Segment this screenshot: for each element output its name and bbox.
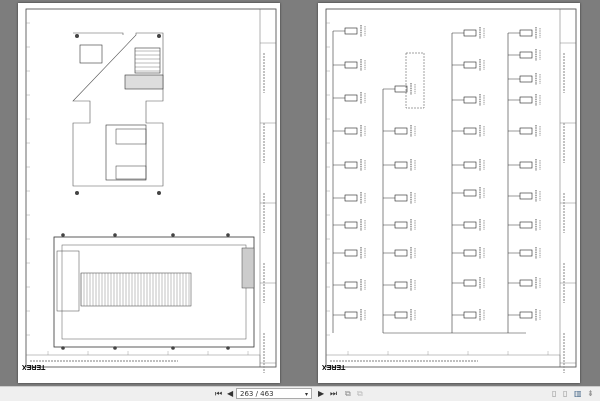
relay-component (344, 221, 358, 229)
relay-component (344, 161, 358, 169)
bolt (157, 34, 161, 38)
relay-component (344, 61, 358, 69)
relay-component (394, 311, 408, 319)
relay-component (463, 127, 477, 135)
relay-component (519, 192, 533, 200)
bracket (105, 124, 147, 181)
relay-component (463, 311, 477, 319)
single-page-view-icon[interactable]: ▯ (552, 389, 557, 398)
bolt (113, 346, 117, 350)
paste-icon[interactable]: ⧉ (357, 389, 363, 398)
document-page-right: TEREX (318, 3, 580, 383)
relay-component (463, 96, 477, 104)
relay-component (394, 127, 408, 135)
page-indicator: 263 / 463 (240, 390, 274, 398)
relay-component (463, 221, 477, 229)
relay-component (463, 29, 477, 37)
relay-component (463, 249, 477, 257)
document-page-left: TEREX (18, 3, 280, 383)
bolt (226, 346, 230, 350)
relay-component (344, 194, 358, 202)
footer-strip (325, 354, 561, 368)
page-frame (325, 8, 577, 368)
dashed-enclosure (405, 52, 425, 109)
last-page-icon[interactable]: ⏭ (330, 389, 338, 398)
relay-component (519, 221, 533, 229)
page-number-input[interactable]: 263 / 463 ▾ (236, 388, 312, 399)
relay-component (519, 279, 533, 287)
title-block (559, 8, 577, 368)
panel-outline (72, 32, 164, 187)
relay-component (394, 85, 408, 93)
relay-component (344, 27, 358, 35)
relay-component (463, 161, 477, 169)
relay-component (344, 94, 358, 102)
previous-page-icon[interactable]: ◀ (227, 389, 234, 398)
relay-component (463, 279, 477, 287)
mechanical-drawing (25, 8, 277, 373)
relay-component (394, 249, 408, 257)
bolt (171, 346, 175, 350)
cable-entry (241, 247, 255, 289)
relay-component (463, 61, 477, 69)
terminal-block (134, 47, 161, 74)
bolt (113, 233, 117, 237)
terminal-rail (80, 272, 192, 307)
relay-component (344, 311, 358, 319)
two-page-view-icon[interactable]: ▥ (574, 389, 582, 398)
relay-component (344, 249, 358, 257)
relay-component (344, 281, 358, 289)
relay-component (394, 194, 408, 202)
bolt (61, 233, 65, 237)
first-page-icon[interactable]: ⏮ (215, 389, 223, 398)
relay-component (463, 189, 477, 197)
relay-component (519, 249, 533, 257)
relay-component (519, 96, 533, 104)
relay-component (394, 221, 408, 229)
bolt (61, 346, 65, 350)
relay-component (394, 161, 408, 169)
relay-component (519, 51, 533, 59)
enclosure (53, 236, 255, 348)
relay-component (519, 311, 533, 319)
relay-component (519, 127, 533, 135)
copy-icon[interactable]: ⧉ (345, 389, 351, 398)
page-frame (25, 8, 277, 368)
bracket-slot (115, 165, 147, 180)
bolt (171, 233, 175, 237)
relay-component (394, 281, 408, 289)
relay-component (519, 29, 533, 37)
bracket-slot (115, 128, 147, 145)
relay-component (519, 161, 533, 169)
fit-page-icon[interactable]: ⇟ (587, 389, 594, 398)
next-page-icon[interactable]: ▶ (318, 389, 325, 398)
bolt (226, 233, 230, 237)
relay-component (519, 75, 533, 83)
bolt (75, 34, 79, 38)
terex-logo: TEREX (322, 363, 346, 370)
footer-strip (25, 354, 261, 368)
terex-logo: TEREX (22, 363, 46, 370)
bolt (75, 191, 79, 195)
relay-component (344, 127, 358, 135)
cable-gland-plate (56, 250, 80, 312)
enclosure-inner (61, 244, 247, 340)
pdf-navigation-toolbar: ⏮ ◀ 263 / 463 ▾ ▶ ⏭ ⧉ ⧉ ▯ ▯ ▥ ⇟ (0, 386, 600, 401)
title-block (259, 8, 277, 368)
bolt (157, 191, 161, 195)
component-block (79, 44, 103, 64)
chevron-down-icon[interactable]: ▾ (304, 391, 308, 398)
connector-block (124, 74, 164, 90)
continuous-view-icon[interactable]: ▯ (563, 389, 568, 398)
electrical-schematic (325, 8, 577, 373)
